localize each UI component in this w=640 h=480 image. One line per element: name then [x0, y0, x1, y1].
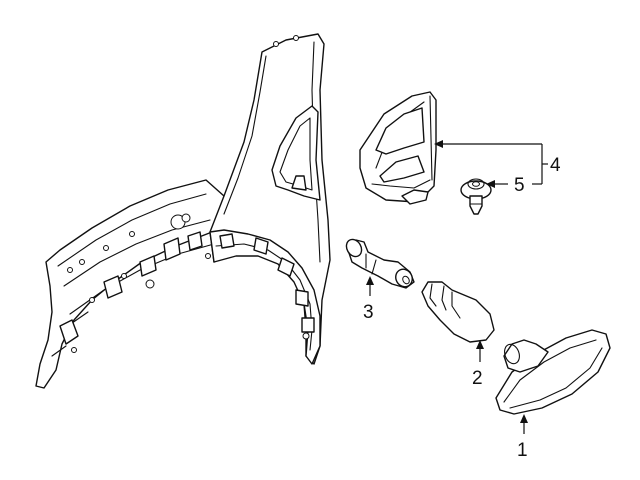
part-1-side-marker-lamp [495, 329, 611, 415]
fender-apron-assembly [35, 33, 331, 389]
callout-1: 1 [517, 440, 528, 461]
callout-5: 5 [514, 175, 525, 196]
callout-2: 2 [472, 368, 483, 389]
part-3-socket [345, 238, 415, 289]
callout-4: 4 [550, 155, 561, 176]
callout-3: 3 [363, 302, 374, 323]
callout-leaders [366, 140, 548, 434]
part-5-clip [460, 178, 492, 215]
part-4-bracket [359, 91, 437, 205]
part-2-bulb [421, 281, 495, 343]
